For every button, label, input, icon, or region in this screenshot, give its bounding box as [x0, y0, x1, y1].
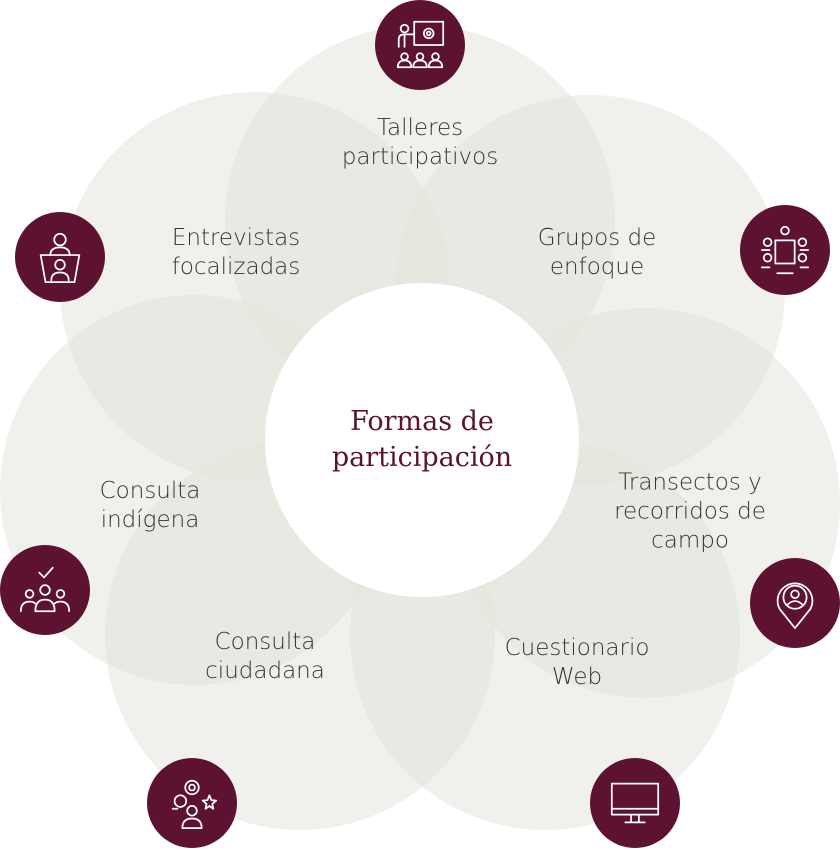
meeting-table-icon: [740, 205, 830, 295]
label-line: indígena: [100, 507, 200, 533]
label-line: ciudadana: [205, 658, 325, 684]
label-ciudadana: Consulta ciudadana: [205, 628, 325, 686]
label-grupos: Grupos de enfoque: [538, 224, 657, 282]
interview-icon: [15, 212, 105, 302]
location-pin-person-icon: [750, 558, 840, 648]
label-line: enfoque: [549, 254, 645, 280]
label-line: recorridos de: [614, 498, 766, 525]
label-entrevistas: Entrevistas focalizadas: [172, 224, 301, 282]
label-line: focalizadas: [171, 254, 301, 280]
diagram-title: Formas de participación: [332, 404, 512, 476]
group-check-icon: [0, 545, 90, 635]
label-line: Consulta: [99, 478, 201, 504]
title-line: participación: [331, 442, 513, 473]
label-indigena: Consulta indígena: [100, 477, 201, 535]
label-line: Talleres: [376, 115, 464, 141]
label-line: Web: [551, 664, 603, 690]
label-line: Grupos de: [537, 225, 657, 251]
center-circle: [265, 283, 579, 597]
label-line: Transectos y: [618, 469, 762, 496]
label-line: campo: [651, 527, 729, 554]
label-line: participativos: [341, 144, 499, 170]
label-talleres: Talleres participativos: [342, 114, 498, 172]
computer-monitor-icon: [590, 758, 680, 848]
label-line: Cuestionario: [504, 635, 650, 661]
label-line: Entrevistas: [171, 225, 301, 251]
workshop-presentation-icon: [375, 0, 465, 90]
ideas-person-icon: [147, 758, 237, 848]
title-line: Formas de: [350, 406, 494, 437]
label-line: Consulta: [214, 629, 316, 655]
